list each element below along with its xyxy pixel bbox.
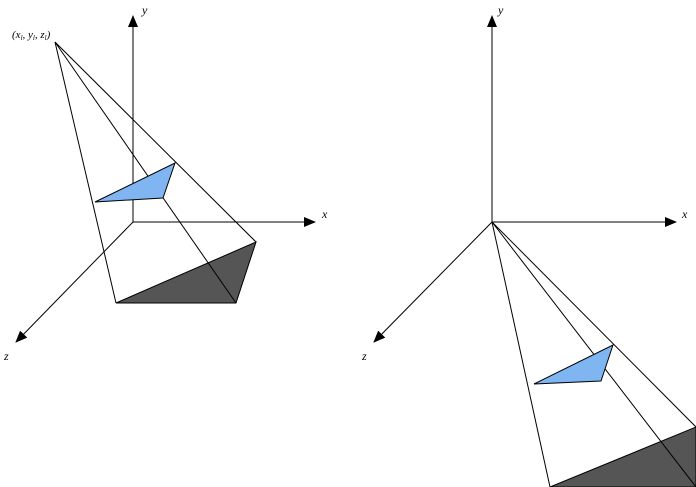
right-y-axis-label: y	[497, 3, 504, 17]
left-object-triangle	[94, 162, 176, 203]
light-point-y-sub: l	[33, 34, 35, 42]
light-point-open-paren: (	[12, 29, 17, 41]
light-point-x: x	[15, 29, 21, 41]
left-ray-1	[54, 41, 117, 304]
left-z-axis-label: z	[3, 349, 9, 363]
light-point-label: (xl, yl, zl)	[12, 29, 51, 42]
light-point-z-sub: l	[45, 34, 47, 42]
left-y-axis-label: y	[141, 3, 148, 17]
light-point-comma-1: ,	[23, 29, 29, 41]
right-z-axis	[373, 221, 493, 343]
right-object-triangle	[533, 344, 614, 385]
light-point-x-sub: l	[21, 34, 23, 42]
light-point-z: z	[39, 29, 45, 41]
left-x-axis-label: x	[321, 207, 328, 221]
right-ray-2	[491, 221, 696, 428]
light-point-comma-2: ,	[35, 29, 41, 41]
right-panel: y x z	[361, 3, 696, 487]
left-z-axis	[15, 221, 134, 343]
left-ray-2	[54, 41, 257, 243]
right-shadow-polygon	[549, 426, 696, 487]
left-panel: y x z (xl, yl, zl)	[3, 3, 328, 363]
right-x-axis-label: x	[681, 207, 688, 221]
left-shadow-polygon	[115, 241, 257, 304]
right-ray-1	[491, 221, 551, 487]
light-point-y: y	[27, 29, 33, 41]
light-point-close-paren: )	[46, 29, 51, 41]
right-z-axis-label: z	[361, 349, 367, 363]
left-ray-3	[54, 41, 237, 304]
